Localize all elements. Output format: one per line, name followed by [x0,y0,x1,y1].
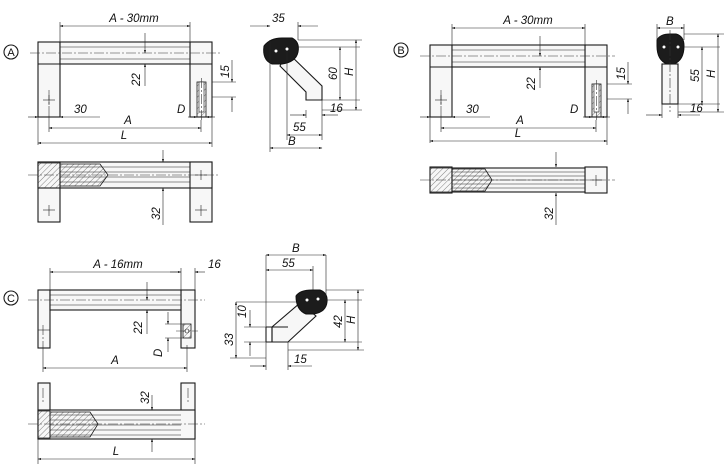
variant-a-badge [3,44,19,60]
dim-B-c: B [292,243,300,255]
dim-16-c: 16 [208,259,221,271]
dim-22-b: 22 [526,77,538,91]
variant-c-front-view [28,289,205,349]
variant-c-badge [3,290,19,306]
variant-b-top-view [420,166,615,194]
variant-a-label: A [7,47,15,59]
dim-A-b: A [515,115,524,127]
dim-L-b: L [515,128,521,140]
dim-15-c: 15 [294,354,307,366]
dim-60-a: 60 [328,67,340,80]
dim-B-b: B [666,16,674,28]
dim-35-a: 35 [272,13,285,25]
dim-15-b: 15 [616,67,628,80]
dim-D-b: D [570,104,578,116]
dim-A-c: A [110,355,119,367]
variant-b-label: B [397,45,404,57]
variant-a-top-view [28,161,220,223]
dim-L-a: L [121,130,127,142]
dim-32-a: 32 [151,207,163,220]
variant-b-badge [393,42,409,58]
dim-16-b: 16 [690,103,703,115]
variant-c-top-view [28,382,205,440]
variant-c-label: C [7,293,15,305]
dim-22-c: 22 [133,321,145,335]
dim-32-c: 32 [140,391,152,404]
variant-b-front-view [420,44,615,120]
variant-c-side-view [265,255,328,370]
dim-B-a: B [288,136,296,148]
dim-L-c: L [113,446,119,458]
dim-22-a: 22 [131,73,143,87]
variant-b-side-view [656,30,685,118]
dim-33-c: 33 [224,333,236,346]
dim-A-a: A [123,115,132,127]
dim-H-a: H [344,67,356,76]
dim-10-c: 10 [237,305,249,318]
dim-42-c: 42 [333,315,345,328]
dim-16-a: 16 [330,103,343,115]
dim-H-c: H [346,315,358,324]
variant-b: B A - 30mm 22 15 [393,15,724,225]
dim-a-minus-16: A - 16mm [92,259,143,271]
dim-30-a: 30 [74,104,87,116]
dim-D-a: D [177,104,185,116]
variant-a: A A - 30mm 22 [3,13,362,225]
dim-30-b: 30 [466,104,479,116]
dim-55-b: 55 [690,69,702,82]
dim-55-a: 55 [293,122,306,134]
dim-D-c: D [153,349,165,357]
dim-32-b: 32 [544,207,556,220]
dim-a-minus-30-b: A - 30mm [502,15,553,27]
variant-a-front-view [30,41,220,120]
dim-15-a: 15 [220,65,232,78]
dim-55-c: 55 [282,258,295,270]
dim-a-minus-30-a: A - 30mm [108,13,159,25]
variant-a-side-view [263,37,323,152]
variant-c: C A - 16mm 16 22 D [3,243,364,464]
dim-H-b: H [706,69,718,78]
